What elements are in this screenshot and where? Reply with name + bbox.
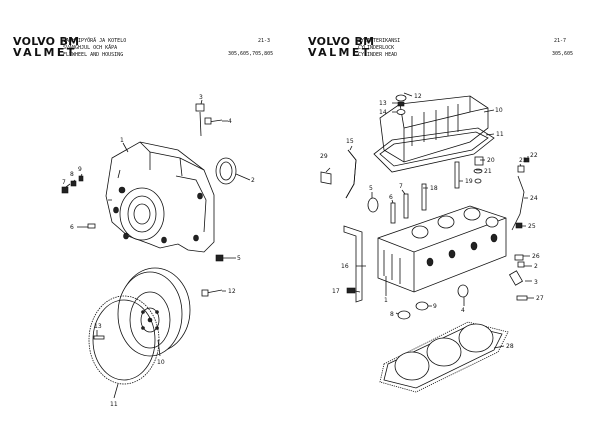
page-number: 21-3 [258, 38, 271, 44]
callout-8: 8 [70, 171, 74, 178]
title-swedish: SVÄNGHJUL OCH KÅPA [63, 45, 118, 51]
callout-25: 25 [528, 223, 536, 230]
volvo-bm-valmet-logo: VOLVO BM VALMET [13, 36, 79, 58]
left-callouts: 1 2 3 4 5 6 7 8 9 10 11 12 13 [62, 94, 255, 408]
callout-15: 15 [346, 138, 354, 145]
cylinder-head-block [377, 205, 507, 293]
valve-cover [379, 95, 489, 163]
callout-6: 6 [70, 224, 74, 231]
callout-13: 13 [94, 323, 102, 330]
page-title: VAUHTIPYÖRÄ JA KOTELO SVÄNGHJUL OCH KÅPA… [63, 38, 126, 59]
callout-16: 16 [341, 263, 349, 270]
left-page: VOLVO BM VALMET VAUHTIPYÖRÄ JA KOTELO SV… [13, 36, 274, 59]
callout-5: 5 [237, 255, 241, 262]
right-page: VOLVO BM VALMET SYLINTERIKANSI CYLINDERL… [300, 0, 600, 424]
cylinder-head-drawing: 1 2 3 4 5 6 7 8 9 10 11 12 13 14 15 16 1… [320, 92, 544, 393]
logo-line-1: VOLVO BM [308, 35, 375, 48]
callout-9: 9 [433, 303, 437, 310]
callout-20: 20 [487, 157, 495, 164]
callout-2: 2 [251, 177, 255, 184]
callout-9: 9 [78, 166, 82, 173]
callout-28: 28 [506, 343, 514, 350]
flywheel-housing-drawing: 1 2 3 4 5 6 7 8 9 10 11 12 13 [61, 94, 255, 408]
callout-10: 10 [157, 359, 165, 366]
callout-19: 19 [465, 178, 473, 185]
callout-4: 4 [228, 118, 232, 125]
title-english: CYLINDER HEAD [358, 52, 398, 58]
callout-17: 17 [332, 288, 340, 295]
title-english: FLYWHEEL AND HOUSING [63, 52, 124, 58]
callout-14: 14 [379, 109, 387, 116]
callout-1: 1 [384, 297, 388, 304]
callout-7: 7 [399, 183, 403, 190]
callout-11: 11 [110, 401, 118, 408]
model-list: 305,605 [552, 51, 574, 57]
callout-8: 8 [390, 311, 394, 318]
flywheel [117, 267, 191, 357]
callout-7: 7 [62, 179, 66, 186]
valve-cover-gasket [373, 127, 495, 173]
title-finnish: SYLINTERIKANSI [358, 38, 401, 44]
logo-line-2: VALMET [308, 46, 372, 59]
callout-11: 11 [496, 131, 504, 138]
callout-4: 4 [461, 307, 465, 314]
title-finnish: VAUHTIPYÖRÄ JA KOTELO [63, 38, 127, 44]
callout-6: 6 [389, 194, 393, 201]
callout-10: 10 [495, 107, 503, 114]
callout-22: 22 [530, 152, 538, 159]
page-title: SYLINTERIKANSI CYLINDERLOCK CYLINDER HEA… [358, 38, 400, 59]
logo-line-1: VOLVO BM [13, 35, 80, 48]
model-list: 305,605,705,805 [228, 51, 274, 57]
page-number: 21-7 [554, 38, 567, 44]
callout-29: 29 [320, 153, 328, 160]
callout-12: 12 [228, 288, 236, 295]
callout-24: 24 [530, 195, 538, 202]
callout-27: 27 [536, 295, 544, 302]
callout-3: 3 [534, 279, 538, 286]
callout-2: 2 [534, 263, 538, 270]
callout-23: 23 [519, 157, 527, 164]
right-callouts: 1 2 3 4 5 6 7 8 9 10 11 12 13 14 15 16 1… [320, 93, 544, 350]
callout-1: 1 [120, 137, 124, 144]
callout-21: 21 [484, 168, 492, 175]
ring-gear [88, 295, 160, 385]
callout-12: 12 [414, 93, 422, 100]
head-gasket [379, 321, 509, 393]
title-swedish: CYLINDERLOCK [358, 45, 395, 51]
lifting-bracket [343, 225, 363, 303]
logo-line-2: VALMET [13, 46, 77, 59]
callout-13: 13 [379, 100, 387, 107]
callout-26: 26 [532, 253, 540, 260]
callout-18: 18 [430, 185, 438, 192]
callout-5: 5 [369, 185, 373, 192]
volvo-bm-valmet-logo: VOLVO BM VALMET [308, 36, 374, 58]
callout-3: 3 [199, 94, 203, 101]
